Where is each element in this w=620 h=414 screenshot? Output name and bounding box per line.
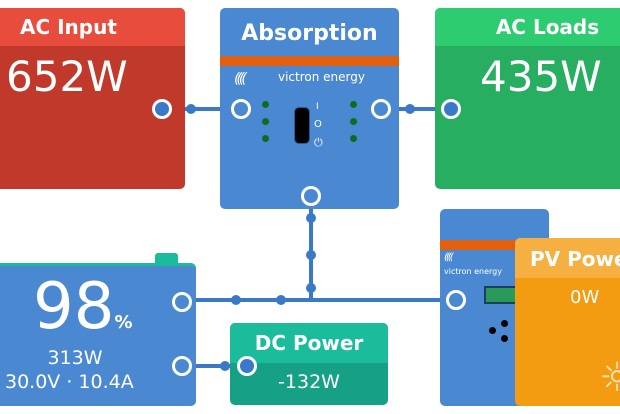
accent-stripe	[440, 240, 549, 250]
dc-bus-vertical	[309, 196, 313, 302]
flow-dot	[220, 361, 230, 371]
led-icon	[350, 118, 357, 125]
battery-tile[interactable]: 98% 313W 30.0V · 10.4A	[0, 263, 196, 406]
dc-power-title: DC Power	[230, 323, 388, 363]
battery-terminal	[155, 253, 178, 265]
brand-label: victron energy	[278, 70, 365, 84]
pv-power-title: PV Power	[515, 238, 620, 278]
flow-dot	[276, 295, 286, 305]
ac-input-value: 652W	[6, 52, 128, 101]
battery-bus-connector	[172, 292, 192, 312]
button-dot	[501, 320, 508, 327]
ac-input-connection	[162, 107, 242, 111]
power-icon: ⏻	[314, 136, 323, 149]
victron-logo-icon: ((((	[234, 71, 247, 87]
led-icon	[262, 135, 269, 142]
ac-loads-title: AC Loads	[435, 8, 620, 46]
button-dot	[489, 327, 496, 334]
flow-dot	[306, 250, 316, 260]
inverter-ac-out-connector	[371, 99, 391, 119]
battery-power: 313W	[47, 347, 103, 369]
led-icon	[350, 135, 357, 142]
flow-dot	[405, 104, 415, 114]
battery-soc: 98	[33, 270, 115, 344]
battery-voltage-current: 30.0V · 10.4A	[5, 371, 134, 393]
ac-loads-value: 435W	[480, 52, 602, 101]
ac-loads-connection	[381, 107, 451, 111]
led-icon	[262, 101, 269, 108]
battery-dc-connector	[172, 356, 192, 376]
ac-loads-connector	[441, 99, 461, 119]
ac-input-title: AC Input	[0, 8, 185, 46]
brand-label: victron energy	[444, 267, 502, 276]
flow-dot	[231, 295, 241, 305]
ac-input-tile[interactable]: AC Input 652W	[0, 8, 185, 189]
flow-dot	[306, 283, 316, 293]
dc-power-tile[interactable]: DC Power -132W	[230, 323, 388, 405]
flow-dot	[186, 104, 196, 114]
ac-loads-tile[interactable]: AC Loads 435W	[435, 8, 620, 189]
flow-dot	[306, 213, 316, 223]
button-dot	[501, 335, 508, 342]
switch-off-label: O	[314, 119, 322, 130]
dc-bus-horizontal	[182, 298, 456, 302]
dc-power-connection	[182, 364, 247, 368]
victron-logo-icon: ((((	[444, 252, 454, 263]
inverter-ac-in-connector	[231, 99, 251, 119]
inverter-dc-connector	[301, 186, 321, 206]
solar-charger-connector	[446, 290, 466, 310]
accent-stripe	[220, 56, 399, 66]
mode-switch[interactable]	[294, 107, 310, 144]
led-icon	[350, 101, 357, 108]
sun-icon: ☼	[599, 355, 620, 401]
led-icon	[262, 118, 269, 125]
inverter-state: Absorption	[241, 21, 378, 46]
dc-power-connector	[237, 356, 257, 376]
dc-power-value: -132W	[278, 371, 340, 393]
pv-power-value: 0W	[570, 287, 600, 308]
switch-on-label: I	[316, 102, 319, 112]
pv-power-tile[interactable]: PV Power 0W ☼	[515, 238, 620, 406]
ac-input-connector	[152, 99, 172, 119]
battery-soc-unit: %	[114, 312, 133, 333]
